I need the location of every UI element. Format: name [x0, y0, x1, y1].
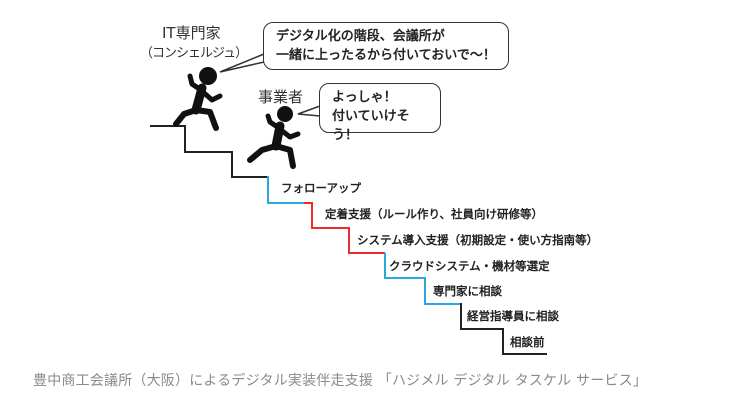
stair-support-red: [304, 202, 385, 254]
step-label-consult-expert: 専門家に相談: [433, 284, 502, 298]
expert-subtitle: （コンシェルジュ）: [140, 46, 248, 61]
stair-top-segment: [150, 125, 268, 178]
business-speech-line: よっしゃ！: [332, 90, 397, 105]
expert-bubble-tail: [219, 53, 265, 73]
stair-followup: [267, 176, 304, 204]
business-speech-line: 付いていけそう！: [332, 109, 410, 143]
step-label-consult-advisor: 経営指導員に相談: [467, 309, 559, 323]
step-label-retention-support: 定着支援（ルール作り、社員向け研修等）: [325, 207, 544, 221]
step-label-cloud-selection: クラウドシステム・機材等選定: [389, 259, 550, 273]
expert-speech-bubble: デジタル化の階段、会議所が 一緒に上ったるから付いておいで～！: [263, 22, 509, 70]
step-label-followup: フォローアップ: [281, 181, 362, 195]
business-title: 事業者: [258, 88, 304, 106]
business-bubble-tail: [297, 105, 321, 117]
stair-consult-blue: [384, 253, 460, 305]
stair-bottom-segment: [460, 303, 547, 355]
figure-caption: 豊中商工会議所（大阪）によるデジタル実装伴走支援 「ハジメル デジタル タスケル…: [33, 373, 648, 389]
business-running-figure-icon: [247, 106, 301, 169]
expert-title: IT専門家: [162, 24, 221, 42]
expert-speech-line: 一緒に上ったるから付いておいで～！: [276, 48, 496, 63]
expert-running-figure-icon: [173, 67, 223, 131]
step-label-system-introduction: システム導入支援（初期設定・使い方指南等）: [357, 233, 599, 247]
business-speech-bubble: よっしゃ！ 付いていけそう！: [319, 83, 441, 143]
expert-speech-line: デジタル化の階段、会議所が: [276, 29, 445, 44]
step-label-before-consult: 相談前: [510, 335, 545, 349]
